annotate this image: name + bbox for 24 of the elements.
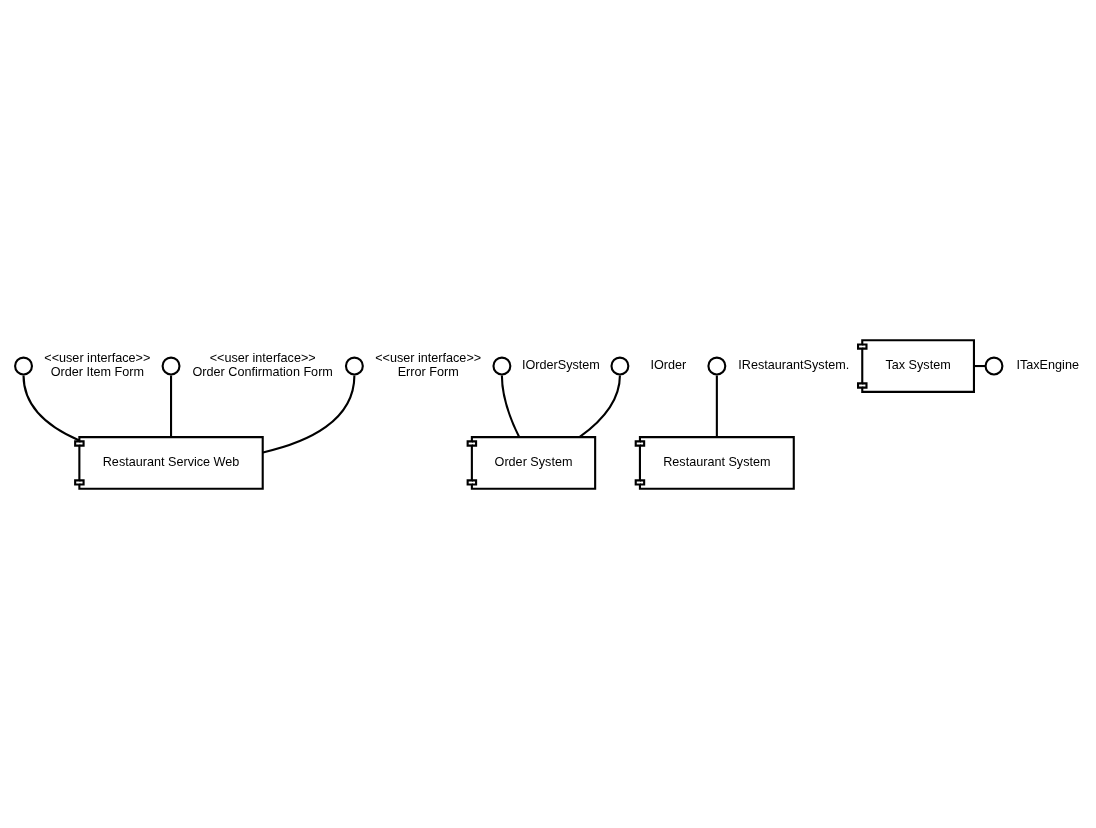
node-label: Order Confirmation Form <box>192 364 333 379</box>
node-label: <<user interface>> <box>209 350 316 365</box>
node-label: <<user interface>> <box>375 350 482 365</box>
connector <box>579 374 621 438</box>
node-label: Error Form <box>397 364 459 379</box>
node-circle <box>492 356 512 375</box>
node-label: IRestaurantSystem. <box>738 357 850 372</box>
node-circle <box>161 356 181 375</box>
node-circle <box>707 356 727 375</box>
connector <box>22 374 80 441</box>
connector <box>262 374 356 453</box>
node-circle <box>344 356 364 375</box>
node-circle <box>984 356 1004 375</box>
connector <box>170 375 173 437</box>
node-label: <<user interface>> <box>44 350 151 365</box>
node-circle <box>610 356 630 375</box>
node-label: ITaxEngine <box>1016 357 1079 372</box>
connector <box>974 364 986 367</box>
connector <box>715 375 718 437</box>
node-label: IOrder <box>650 357 687 372</box>
node-label: Order Item Form <box>50 364 144 379</box>
node-circle <box>14 356 33 375</box>
connector <box>500 374 521 438</box>
node-label: IOrderSystem <box>521 357 600 372</box>
